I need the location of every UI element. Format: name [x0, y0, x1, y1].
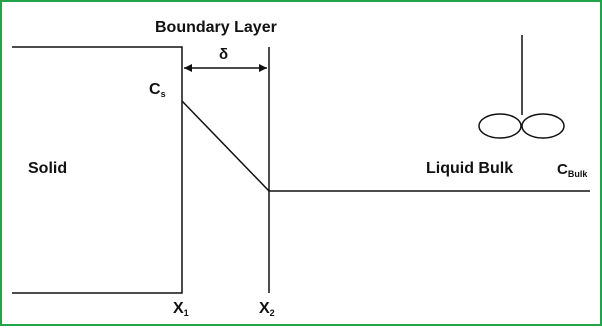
delta-label: δ — [219, 46, 229, 63]
stirrer-blade-right — [521, 113, 565, 139]
liquid-bulk-label: Liquid Bulk — [426, 160, 514, 177]
cs-sub: s — [160, 89, 166, 99]
x2-main: X — [259, 300, 270, 317]
concentration-gradient-line — [181, 100, 270, 192]
stirrer-blade-left — [478, 113, 522, 139]
delta-arrow-left-head — [184, 64, 192, 72]
cs-label: Cs — [149, 81, 166, 99]
delta-arrow-right-head — [259, 64, 267, 72]
x2-sub: 2 — [269, 308, 275, 318]
cbulk-sub: Bulk — [567, 169, 588, 179]
cbulk-label: CBulk — [557, 161, 587, 179]
solid-boundary — [12, 46, 183, 294]
boundary-layer-label: Boundary Layer — [155, 19, 277, 36]
x1-sub: 1 — [183, 308, 189, 318]
x1-main: X — [173, 300, 184, 317]
cbulk-main: C — [557, 161, 568, 178]
solid-label: Solid — [28, 160, 68, 177]
x2-label: X2 — [259, 300, 275, 318]
x1-label: X1 — [173, 300, 189, 318]
cs-main: C — [149, 81, 161, 98]
